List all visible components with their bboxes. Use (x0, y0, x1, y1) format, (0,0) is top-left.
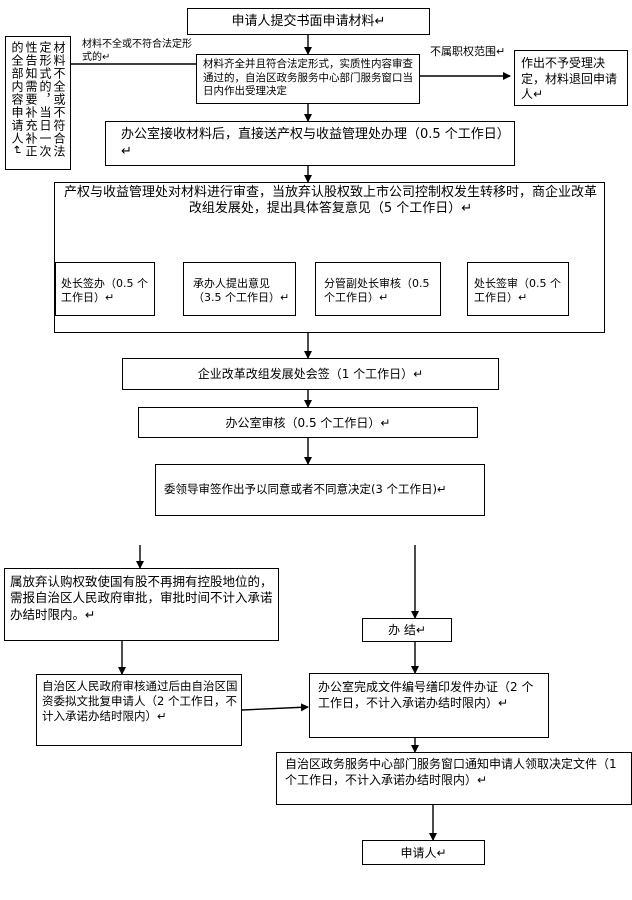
step-reply-applicant: 自治区人民政府审核通过后由自治区国资委拟文批复申请人（2 个工作日，不计入承诺办… (36, 674, 242, 746)
step-reform-countersign-text: 企业改革改组发展处会签（1 个工作日）↵ (197, 367, 424, 381)
step-notify-pickup: 自治区政务服务中心部门服务窗口通知申请人领取决定文件（1 个工作日，不计入承诺办… (276, 752, 632, 805)
substep-deputy-review: 分管副处长审核（0.5 个工作日）↵ (315, 262, 441, 316)
step-office-review-text: 办公室审核（0.5 个工作日）↵ (225, 416, 391, 430)
step-leader-decision: 委领导审签作出予以同意或者不同意决定(3 个工作日)↵ (155, 464, 485, 516)
substep-deputy-review-text: 分管副处长审核（0.5 个工作日）↵ (324, 277, 430, 305)
step-notify-pickup-text: 自治区政务服务中心部门服务窗口通知申请人领取决定文件（1 个工作日，不计入承诺办… (285, 757, 617, 787)
step-issue-document-text: 办公室完成文件编号缮印发件办证（2 个工作日，不计入承诺办结时限内）↵ (318, 680, 534, 710)
step-office-receive-text: 办公室接收材料后，直接送产权与收益管理处办理（0.5 个工作日）↵ (121, 127, 504, 159)
step-reply-applicant-text: 自治区人民政府审核通过后由自治区国资委拟文批复申请人（2 个工作日，不计入承诺办… (42, 679, 238, 723)
step-acceptance-text: 材料齐全并且符合法定形式，实质性内容审查通过的，自治区政务服务中心部门服务窗口当… (203, 58, 413, 98)
step-office-review: 办公室审核（0.5 个工作日）↵ (138, 407, 478, 438)
incomplete-material-notice-text: 材料不全或不符合法定形式的，当日一次性告知需要补充补正的全部内容申请人↵ (10, 41, 66, 158)
rejection-box: 作出不予受理决定，材料退回申请人↵ (514, 50, 628, 106)
substep-director-sign: 处长签办（0.5 个工作日）↵ (55, 262, 155, 316)
substep-director-review: 处长签审（0.5 个工作日）↵ (467, 262, 569, 316)
step-leader-decision-text: 委领导审签作出予以同意或者不同意决定(3 个工作日)↵ (164, 482, 447, 496)
arrow-s10-s11 (241, 703, 309, 712)
step-complete-text: 办 结↵ (388, 623, 426, 637)
step-submit-application: 申请人提交书面申请材料↵ (187, 8, 430, 35)
step-applicant-end-text: 申请人↵ (400, 846, 447, 860)
out-of-scope-label: 不属职权范围↵ (430, 45, 506, 58)
step-reform-countersign: 企业改革改组发展处会签（1 个工作日）↵ (122, 358, 499, 390)
incomplete-material-notice: 材料不全或不符合法定形式的，当日一次性告知需要补充补正的全部内容申请人↵ (5, 36, 71, 170)
step-submit-application-text: 申请人提交书面申请材料↵ (231, 14, 386, 29)
step-government-approval: 属放弃认购权致使国有股不再拥有控股地位的，需报自治区人民政府审批，审批时间不计入… (4, 568, 279, 641)
step-property-review-text: 产权与收益管理处对材料进行审查，当放弃认股权致上市公司控制权发生转移时，商企业改… (63, 185, 597, 216)
rejection-box-text: 作出不予受理决定，材料退回申请人↵ (521, 56, 618, 102)
step-acceptance: 材料齐全并且符合法定形式，实质性内容审查通过的，自治区政务服务中心部门服务窗口当… (196, 54, 420, 104)
substep-handler-opinion-text: 承办人提出意见（3.5 个工作日）↵ (193, 277, 290, 305)
step-applicant-end: 申请人↵ (362, 840, 485, 865)
substep-director-sign-text: 处长签办（0.5 个工作日）↵ (61, 277, 148, 305)
step-issue-document: 办公室完成文件编号缮印发件办证（2 个工作日，不计入承诺办结时限内）↵ (309, 673, 549, 738)
step-office-receive: 办公室接收材料后，直接送产权与收益管理处办理（0.5 个工作日）↵ (105, 121, 515, 166)
incomplete-material-label: 材料不全或不符合法定形式的↵ (82, 39, 192, 63)
step-complete: 办 结↵ (362, 618, 452, 642)
substep-handler-opinion: 承办人提出意见（3.5 个工作日）↵ (183, 262, 296, 316)
step-government-approval-text: 属放弃认购权致使国有股不再拥有控股地位的，需报自治区人民政府审批，审批时间不计入… (10, 574, 273, 622)
substep-director-review-text: 处长签审（0.5 个工作日）↵ (474, 277, 561, 305)
